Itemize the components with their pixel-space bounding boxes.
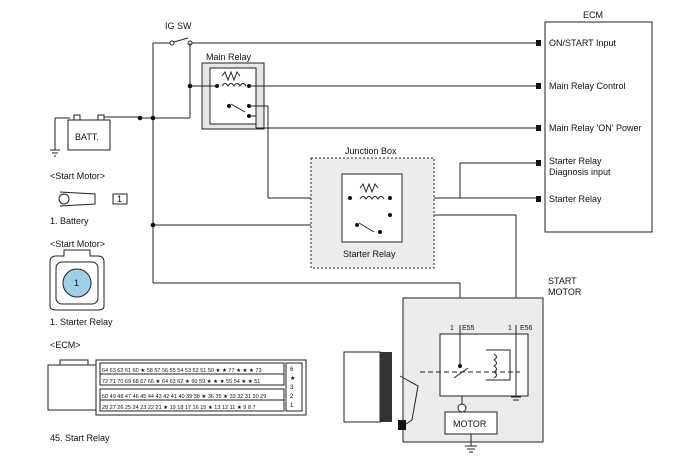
ecm-pin-on-start: ON/START Input <box>549 38 617 48</box>
battery-terminal-icon: 1 <box>58 191 128 207</box>
connector-header-2: <Start Motor> <box>50 239 105 249</box>
e55-label: E55 <box>462 325 475 332</box>
start-motor: 1 E55 1 E56 MOTOR <box>420 325 533 453</box>
motor-label: MOTOR <box>453 419 487 429</box>
e56-label: E56 <box>520 325 533 332</box>
connector-caption-1: 1. Battery <box>50 216 89 226</box>
starter-relay: Starter Relay <box>341 173 403 259</box>
ecm-pin-marker <box>536 125 541 131</box>
ecm-connector-row-4: 28 27 26 25 24 23 22 21 ★ 19 18 17 16 15… <box>102 404 256 411</box>
start-motor-label: START <box>548 276 577 286</box>
pin-label: 1 <box>450 325 454 332</box>
ecm-pin-starter-relay-2: Starter Relay <box>549 194 602 204</box>
main-relay-label: Main Relay <box>206 52 252 62</box>
ecm-title: ECM <box>583 10 603 20</box>
junction-box-label: Junction Box <box>345 146 397 156</box>
ecm-pin-marker <box>536 196 541 202</box>
ecm-connector-row-2: 72 71 70 69 68 67 66 ★ 64 63 62 ★ 60 59 … <box>102 378 260 385</box>
connector-header-3: <ECM> <box>50 340 81 350</box>
ecm-connector-side-pin: ★ <box>290 375 295 382</box>
ecm-connector-icon: 64 63 62 61 60 ★ 58 57 56 55 54 53 52 51… <box>47 359 307 416</box>
ecm-connector-side-pin: 6 <box>290 367 294 373</box>
ecm-pin-main-relay-control: Main Relay Control <box>549 81 626 91</box>
ecm-connector-side-pin: 3 <box>290 385 294 391</box>
ecm-pin-starter-relay: Starter Relay <box>549 156 602 166</box>
ecm-pin-marker <box>536 160 541 166</box>
pin-label: 1 <box>508 325 512 332</box>
connector-pin-2: 1 <box>74 278 79 288</box>
ecm-pin-marker <box>536 40 541 46</box>
battery: BATT. <box>50 114 140 157</box>
ig-sw-label: IG SW <box>165 21 192 31</box>
ecm-block <box>544 21 653 233</box>
ecm-connector-row-3: 50 49 48 47 46 45 44 43 42 41 40 39 38 ★… <box>102 393 266 400</box>
ig-switch <box>153 37 536 46</box>
start-motor-label-2: MOTOR <box>548 287 582 297</box>
starter-relay-connector-icon: 1 <box>49 249 105 311</box>
ecm-connector-side-pin: 1 <box>290 403 294 409</box>
pinion-gear <box>343 351 419 430</box>
battery-label: BATT. <box>75 132 99 142</box>
connector-header-1: <Start Motor> <box>50 171 105 181</box>
ecm-pin-marker <box>536 83 541 89</box>
starter-relay-label: Starter Relay <box>343 249 396 259</box>
ecm-pin-main-relay-on-power: Main Relay 'ON' Power <box>549 123 641 133</box>
ecm-connector-side-pin: 2 <box>290 394 294 400</box>
ecm-connector-row-1: 64 63 62 61 60 ★ 58 57 56 55 54 53 52 51… <box>102 367 262 374</box>
connector-caption-3: 45. Start Relay <box>50 433 110 443</box>
main-relay <box>201 62 265 130</box>
ecm-pins: ON/START Input Main Relay Control Main R… <box>536 38 641 204</box>
connector-pin-1: 1 <box>117 194 122 204</box>
ecm-pin-diagnosis-input: Diagnosis input <box>549 167 611 177</box>
connector-caption-2: 1. Starter Relay <box>50 317 113 327</box>
